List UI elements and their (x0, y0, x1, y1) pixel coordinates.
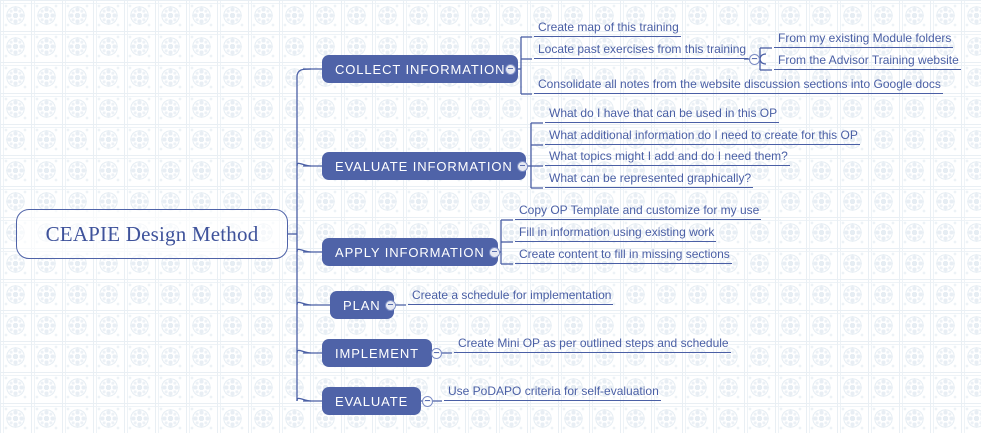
collapse-toggle-apply-information[interactable] (489, 246, 500, 258)
leaf-item[interactable]: Locate past exercises from this training (534, 42, 749, 59)
leaf-label: Copy OP Template and customize for my us… (519, 203, 760, 217)
branch-label: APPLY INFORMATION (335, 244, 485, 260)
collapse-toggle-evaluate-information[interactable] (517, 160, 528, 172)
leaf-label: Consolidate all notes from the website d… (538, 77, 941, 91)
leaf-item[interactable]: What topics might I add and do I need th… (545, 149, 790, 166)
branch-node-collect-information[interactable]: COLLECT INFORMATION (322, 55, 519, 83)
leaf-label: Create a schedule for implementation (412, 288, 612, 302)
leaf-item[interactable]: Use PoDAPO criteria for self-evaluation (444, 384, 661, 401)
leaf-item[interactable]: Create Mini OP as per outlined steps and… (454, 336, 731, 353)
leaf-label: What do I have that can be used in this … (549, 106, 778, 120)
branch-label: EVALUATE INFORMATION (335, 158, 513, 174)
branch-label: EVALUATE (335, 393, 409, 409)
leaf-label: What can be represented graphically? (549, 171, 752, 185)
branch-node-implement[interactable]: IMPLEMENT (322, 339, 432, 367)
leaf-label: Create Mini OP as per outlined steps and… (458, 336, 729, 350)
leaf-item[interactable]: Fill in information using existing work (515, 225, 717, 242)
root-node[interactable]: CEAPIE Design Method (16, 209, 288, 259)
collapse-toggle-evaluate[interactable] (422, 395, 433, 407)
leaf-label: Fill in information using existing work (519, 225, 715, 239)
branch-label: IMPLEMENT (335, 345, 419, 361)
leaf-item[interactable]: From my existing Module folders (774, 31, 954, 48)
leaf-label: What additional information do I need to… (549, 128, 858, 142)
leaf-item[interactable]: Copy OP Template and customize for my us… (515, 203, 762, 220)
leaf-item[interactable]: What do I have that can be used in this … (545, 106, 780, 123)
leaf-item[interactable]: What additional information do I need to… (545, 128, 860, 145)
leaf-label: From the Advisor Training website (778, 53, 959, 67)
leaf-item[interactable]: Create map of this training (534, 20, 681, 37)
branch-label: PLAN (343, 297, 381, 313)
leaf-item[interactable]: Create content to fill in missing sectio… (515, 247, 732, 264)
branch-node-evaluate-information[interactable]: EVALUATE INFORMATION (322, 152, 526, 180)
leaf-item[interactable]: Create a schedule for implementation (408, 288, 614, 305)
branch-node-plan[interactable]: PLAN (330, 291, 394, 319)
collapse-toggle-implement[interactable] (431, 347, 442, 359)
branch-node-evaluate[interactable]: EVALUATE (322, 387, 422, 415)
leaf-label: Create content to fill in missing sectio… (519, 247, 730, 261)
collapse-toggle-locate-past-exercises[interactable] (749, 53, 760, 65)
leaf-item[interactable]: Consolidate all notes from the website d… (534, 77, 943, 94)
leaf-item[interactable]: What can be represented graphically? (545, 171, 754, 188)
leaf-label: Use PoDAPO criteria for self-evaluation (448, 384, 659, 398)
branch-node-apply-information[interactable]: APPLY INFORMATION (322, 238, 498, 266)
leaf-item[interactable]: From the Advisor Training website (774, 53, 961, 70)
leaf-label: What topics might I add and do I need th… (549, 149, 788, 163)
leaf-label: Create map of this training (538, 20, 679, 34)
leaf-label: Locate past exercises from this training (538, 42, 747, 56)
branch-label: COLLECT INFORMATION (335, 61, 506, 77)
collapse-toggle-collect-information[interactable] (505, 63, 516, 75)
collapse-toggle-plan[interactable] (385, 299, 396, 311)
root-node-label: CEAPIE Design Method (45, 221, 259, 246)
leaf-label: From my existing Module folders (778, 31, 952, 45)
